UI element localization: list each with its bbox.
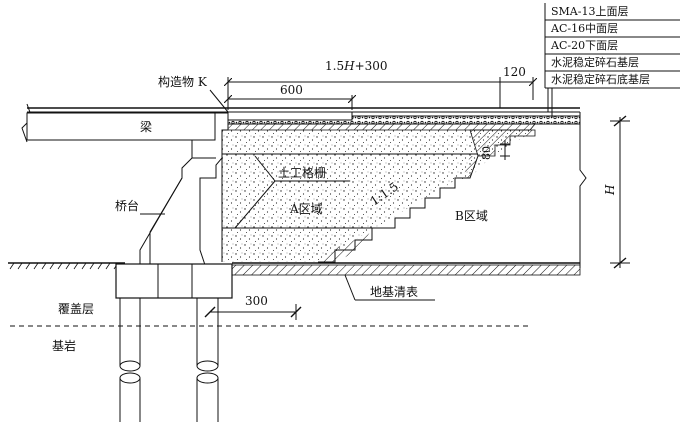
zone-b-label: B区域 (455, 209, 488, 223)
beam-label: 梁 (140, 119, 152, 134)
layer-1-label: SMA-13上面层 (551, 5, 628, 18)
layer-2-label: AC-16中面层 (550, 22, 618, 35)
dim-600-label: 600 (280, 83, 303, 97)
structure-k-callout: 构造物 K (158, 74, 229, 113)
dim-top-length-label: 1.5H+300 (325, 59, 388, 73)
pile-right (196, 298, 219, 422)
dim-pile-300: 300 (204, 294, 302, 320)
structure-k-label: 构造物 K (158, 74, 208, 89)
layer-legend: SMA-13上面层 AC-16中面层 AC-20下面层 水泥稳定碎石基层 水泥稳… (544, 3, 680, 118)
dim-step-80: 80 (480, 140, 510, 160)
dim-edge-120: 120 (499, 65, 533, 108)
layer-4-label: 水泥稳定碎石基层 (551, 55, 639, 69)
geogrid-label: 土工格栅 (278, 165, 326, 180)
layer-5-label: 水泥稳定碎石底基层 (551, 72, 650, 86)
dim-height: H (603, 115, 630, 269)
bedrock-label: 基岩 (52, 338, 76, 353)
ground-clear-label: 地基清表 (370, 285, 418, 299)
dim-80-label: 80 (480, 146, 493, 160)
pile-left (119, 298, 141, 422)
abutment: 桥台 (115, 112, 229, 266)
geogrid-callout: 土工格栅 (234, 155, 350, 229)
stepped-boundary (318, 129, 536, 263)
layer-3-label: AC-20下面层 (550, 39, 618, 52)
zone-a (221, 130, 535, 262)
abutment-label: 桥台 (115, 198, 139, 213)
zone-a-label: A区域 (289, 202, 323, 216)
dim-top-length: 1.5H+300 (228, 59, 533, 100)
dim-120-label: 120 (503, 65, 526, 79)
dim-k-width: 600 (228, 83, 352, 110)
dim-300-label: 300 (245, 294, 268, 308)
ground: 地基清表 (8, 262, 581, 301)
pile-cap (115, 263, 233, 299)
overburden-label: 覆盖层 (58, 302, 94, 316)
dim-H-label: H (603, 184, 617, 196)
beam: 梁 (26, 112, 216, 141)
